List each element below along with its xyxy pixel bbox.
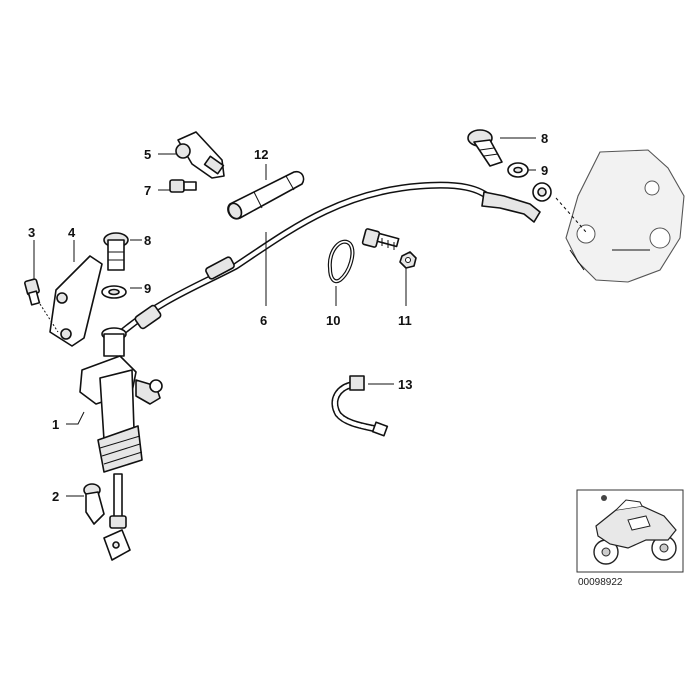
callout-5: 5 [144, 147, 151, 162]
callout-12: 12 [254, 147, 268, 162]
hose-fitting [83, 483, 105, 525]
callout-9-left: 9 [144, 281, 151, 296]
callout-6: 6 [260, 313, 267, 328]
hex-nut [399, 251, 417, 269]
sensor-cable [331, 375, 389, 437]
banjo-bolt-left [103, 232, 129, 271]
callout-1: 1 [52, 417, 59, 432]
mounting-bracket [39, 255, 103, 347]
master-cylinder [79, 327, 163, 561]
callout-11: 11 [398, 313, 412, 328]
leader-lines [33, 137, 536, 497]
callout-9-right: 9 [541, 163, 548, 178]
callout-8-left: 8 [144, 233, 151, 248]
callout-3: 3 [28, 225, 35, 240]
mounting-screw [24, 278, 41, 306]
callout-2: 2 [52, 489, 59, 504]
brake-hose [116, 181, 552, 338]
reference-number: 00098922 [578, 577, 623, 588]
callout-labels: 1 2 3 4 5 6 7 8 8 9 9 10 11 12 13 [28, 131, 548, 504]
screw-small [169, 179, 197, 193]
callout-10: 10 [326, 313, 340, 328]
motorcycle-icon [593, 495, 677, 565]
callout-8-right: 8 [541, 131, 548, 146]
holder-clip [175, 131, 225, 179]
banjo-bolt-right [467, 129, 503, 167]
callout-4: 4 [68, 225, 76, 240]
engine-housing-outline [555, 149, 685, 283]
bolt-long [361, 228, 400, 250]
cable-tie [327, 239, 355, 284]
callout-7: 7 [144, 183, 151, 198]
seal-washer-left [101, 285, 127, 299]
callout-13: 13 [398, 377, 412, 392]
thumbnail-panel: 00098922 [576, 489, 684, 588]
seal-washer-right [507, 162, 529, 178]
protective-sleeve [227, 170, 305, 220]
